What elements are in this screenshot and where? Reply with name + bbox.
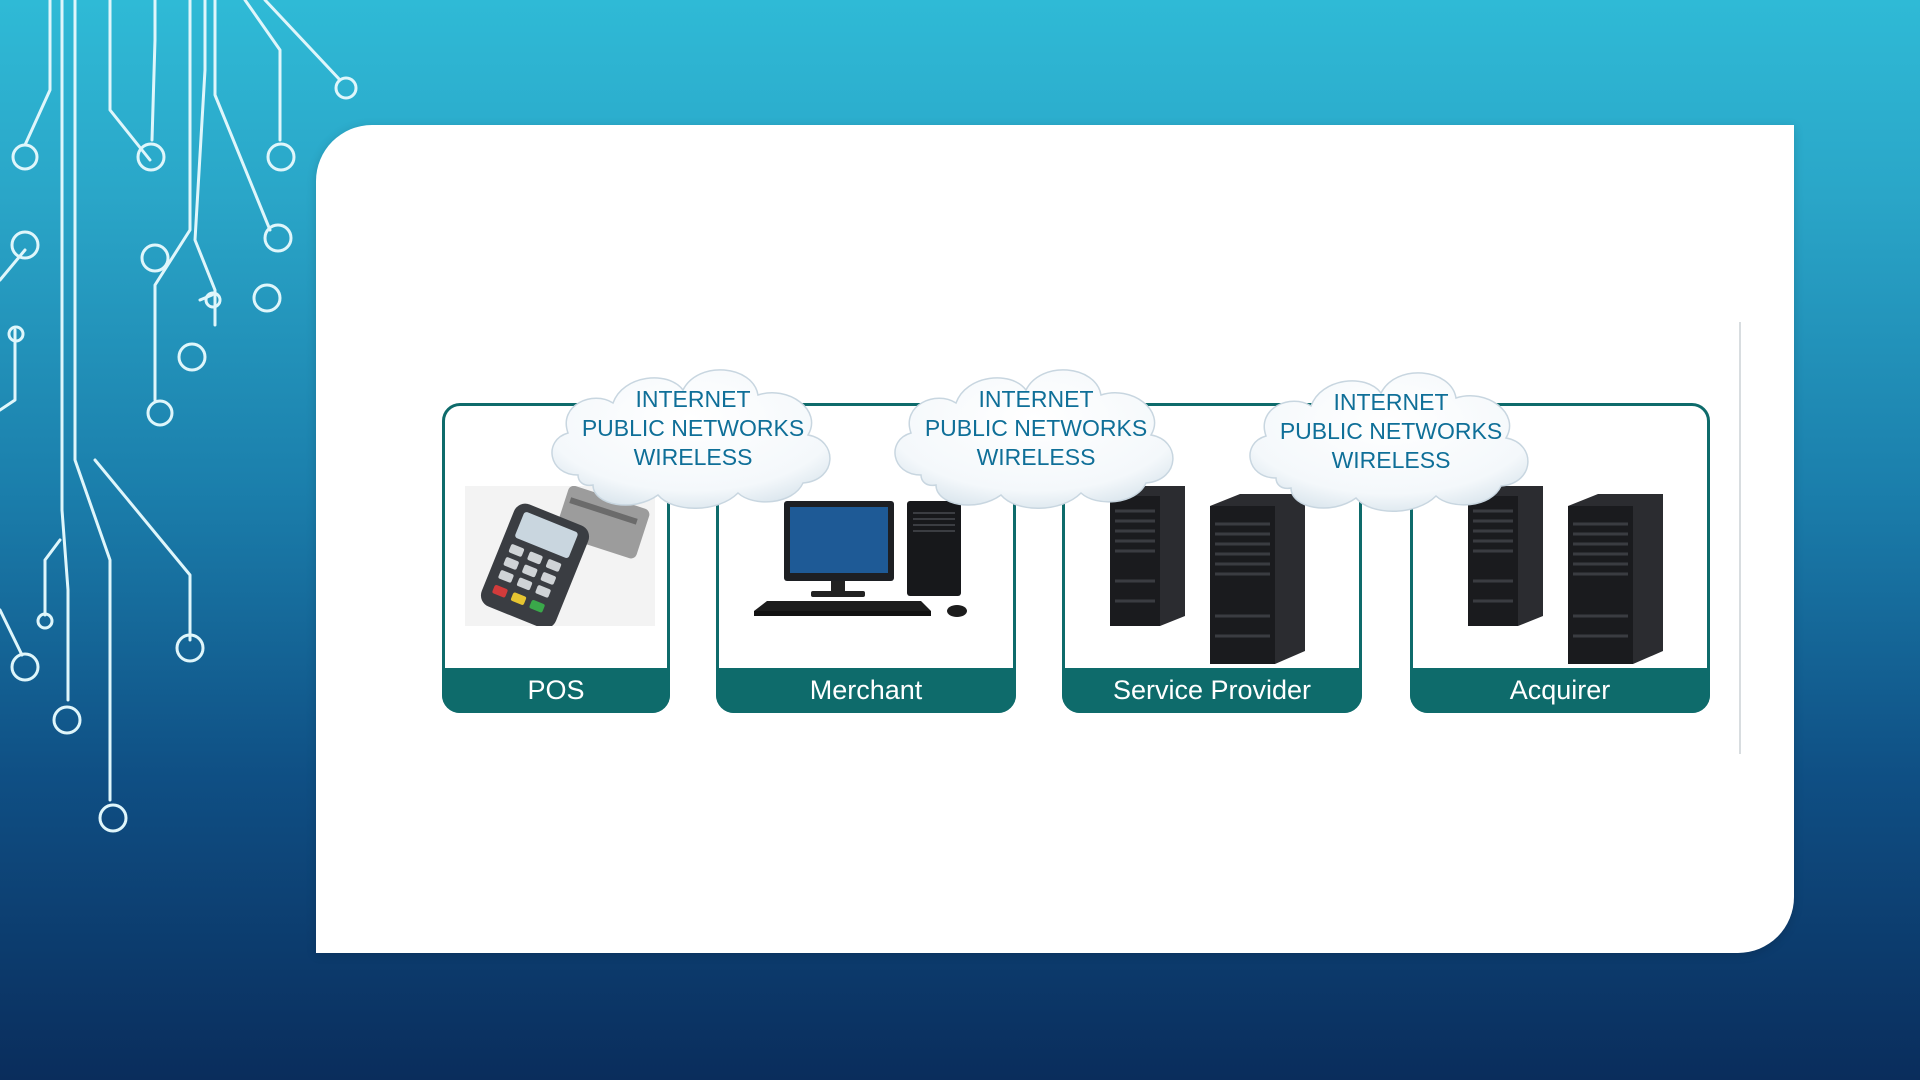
desktop-computer-icon [754,501,967,617]
cloud-text-3: INTERNET PUBLIC NETWORKS WIRELESS [1236,388,1546,475]
cloud-line-public-networks: PUBLIC NETWORKS [924,415,1148,441]
cloud-icon [551,369,831,509]
network-cloud-3: INTERNET PUBLIC NETWORKS WIRELESS [1236,358,1546,518]
cloud-line-internet: INTERNET [978,386,1094,412]
cloud-line-wireless: WIRELESS [633,444,753,470]
cloud-line-wireless: WIRELESS [1331,447,1451,473]
circuit-decoration [0,0,358,833]
pos-terminal-icon [465,486,655,626]
stage-label-service-provider: Service Provider [1062,668,1362,713]
cloud-line-public-networks: PUBLIC NETWORKS [1279,418,1503,444]
server-rack-icon [1110,486,1305,664]
card-edge-divider [1739,322,1741,754]
cloud-text-2: INTERNET PUBLIC NETWORKS WIRELESS [881,385,1191,472]
cloud-line-internet: INTERNET [1333,389,1449,415]
stage-label-pos: POS [442,668,670,713]
cloud-line-wireless: WIRELESS [976,444,1096,470]
stage-label-merchant: Merchant [716,668,1016,713]
cloud-icon [894,369,1174,509]
cloud-line-public-networks: PUBLIC NETWORKS [581,415,805,441]
stage-label-acquirer: Acquirer [1410,668,1710,713]
cloud-text-1: INTERNET PUBLIC NETWORKS WIRELESS [538,385,848,472]
network-cloud-1: INTERNET PUBLIC NETWORKS WIRELESS [538,355,848,515]
server-rack-icon [1468,486,1663,664]
cloud-line-internet: INTERNET [635,386,751,412]
network-cloud-2: INTERNET PUBLIC NETWORKS WIRELESS [881,355,1191,515]
cloud-icon [1249,372,1529,512]
